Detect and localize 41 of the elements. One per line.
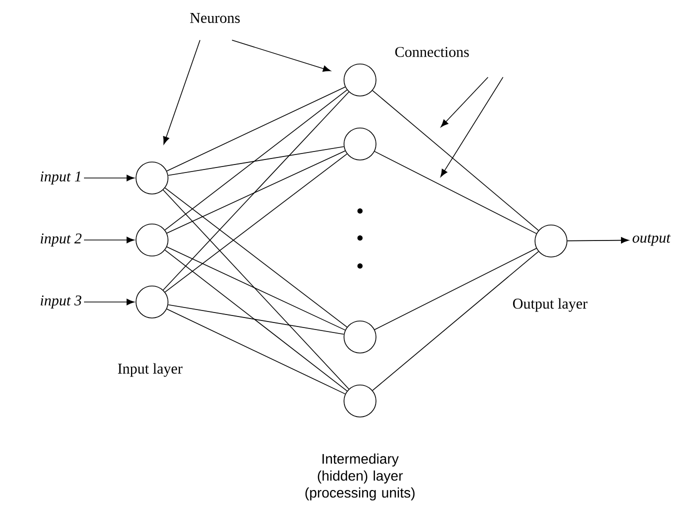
- connection-line: [374, 151, 537, 234]
- neuron-circle: [344, 320, 376, 354]
- connection-line: [168, 304, 344, 335]
- leader-arrow: [232, 40, 331, 72]
- arrow: [84, 236, 134, 244]
- connection-line: [162, 92, 350, 290]
- neuron-circle: [344, 384, 376, 418]
- connection-line: [164, 154, 348, 292]
- callout-text: Connections: [395, 46, 469, 57]
- connection-line: [164, 250, 348, 392]
- connection-line: [162, 190, 350, 390]
- input-text: input 2: [40, 233, 82, 247]
- neuron-circle: [344, 128, 376, 160]
- layer-label: Output layer: [513, 298, 588, 312]
- connection-line: [166, 308, 346, 394]
- input-text: input 1: [40, 171, 80, 185]
- connection-line: [164, 188, 348, 328]
- neuron-circle: [344, 64, 376, 96]
- neuron-circle: [534, 224, 568, 258]
- arrow: [84, 298, 134, 306]
- layer-label: Input layer: [118, 363, 182, 377]
- connection-line: [372, 90, 539, 231]
- output-text: output: [632, 234, 671, 246]
- arrow: [567, 237, 629, 244]
- neuron-circle: [136, 162, 168, 194]
- leader-arrow: [440, 76, 504, 178]
- input-text: input 3: [40, 295, 82, 309]
- neuron-circle: [136, 224, 168, 256]
- connection-line: [166, 246, 346, 330]
- connection-line: [374, 248, 537, 330]
- connection-line: [164, 90, 348, 230]
- leader-arrow: [163, 40, 200, 144]
- leader-arrow: [440, 76, 488, 128]
- neuron-circle: [136, 286, 168, 318]
- connection-line: [166, 150, 346, 234]
- arrow: [84, 174, 134, 182]
- callout-text: Neurons: [190, 13, 240, 23]
- connection-line: [372, 251, 539, 391]
- connection-line: [168, 146, 344, 176]
- connection-line: [166, 86, 346, 172]
- layer-label: Intermediary (hidden) layer (processing units): [305, 454, 415, 500]
